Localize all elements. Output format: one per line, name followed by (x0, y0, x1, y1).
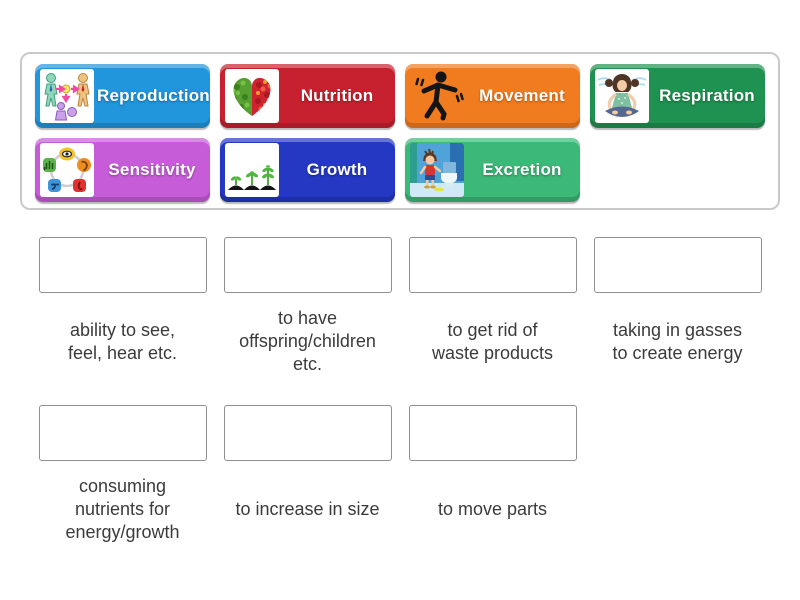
tile-label: Respiration (659, 86, 755, 105)
tile-respiration[interactable]: Respiration (590, 64, 765, 128)
match-cell: to get rid of waste products (400, 237, 585, 376)
growing-seedlings-icon (225, 143, 279, 197)
tile-label: Movement (479, 86, 565, 105)
match-cell: to increase in size (215, 405, 400, 544)
answer-dropzone-2[interactable] (223, 237, 392, 293)
tile-label: Excretion (482, 160, 562, 179)
tile-movement[interactable]: Movement (405, 64, 580, 128)
clue-text: consuming nutrients for energy/growth (65, 476, 180, 542)
clue-text: to move parts (437, 499, 548, 519)
boy-at-toilet-icon (410, 143, 464, 197)
clue-text: to get rid of waste products (431, 319, 554, 363)
answer-dropzone-4[interactable] (593, 237, 762, 293)
match-cell: to move parts (400, 405, 585, 544)
answer-dropzone-7[interactable] (408, 405, 577, 461)
match-cell: ability to see, feel, hear etc. (30, 237, 215, 376)
tile-label: Nutrition (300, 86, 374, 105)
match-cell: to have offspring/children etc. (215, 237, 400, 376)
tile-tray: Reproduction (20, 52, 780, 210)
answer-dropzone-1[interactable] (38, 237, 207, 293)
fruit-vegetable-heart-icon (225, 69, 279, 123)
tile-label: Sensitivity (108, 160, 196, 179)
reproduction-figures-icon (40, 69, 94, 123)
tile-nutrition[interactable]: Nutrition (220, 64, 395, 128)
match-cell: taking in gasses to create energy (585, 237, 770, 376)
tile-growth[interactable]: Growth (220, 138, 395, 202)
tile-tray-inner: Reproduction (35, 64, 765, 202)
tile-sensitivity[interactable]: Sensitivity (35, 138, 210, 202)
clue-text: ability to see, feel, hear etc. (67, 319, 178, 363)
clue-text: to have offspring/children etc. (239, 308, 376, 374)
answer-dropzone-3[interactable] (408, 237, 577, 293)
match-row-2: consuming nutrients for energy/growth to… (30, 405, 770, 544)
answer-dropzone-5[interactable] (38, 405, 207, 461)
dancing-person-icon (410, 69, 464, 123)
five-senses-ring-icon (40, 143, 94, 197)
clue-text: to increase in size (235, 499, 380, 519)
answer-dropzone-6[interactable] (223, 405, 392, 461)
tile-label: Growth (306, 160, 368, 179)
tile-label: Reproduction (97, 86, 210, 105)
meditating-breathing-icon (595, 69, 649, 123)
match-row-1: ability to see, feel, hear etc. to have … (30, 237, 770, 376)
match-cell: consuming nutrients for energy/growth (30, 405, 215, 544)
clue-text: taking in gasses to create energy (612, 319, 743, 363)
tile-reproduction[interactable]: Reproduction (35, 64, 210, 128)
tile-excretion[interactable]: Excretion (405, 138, 580, 202)
